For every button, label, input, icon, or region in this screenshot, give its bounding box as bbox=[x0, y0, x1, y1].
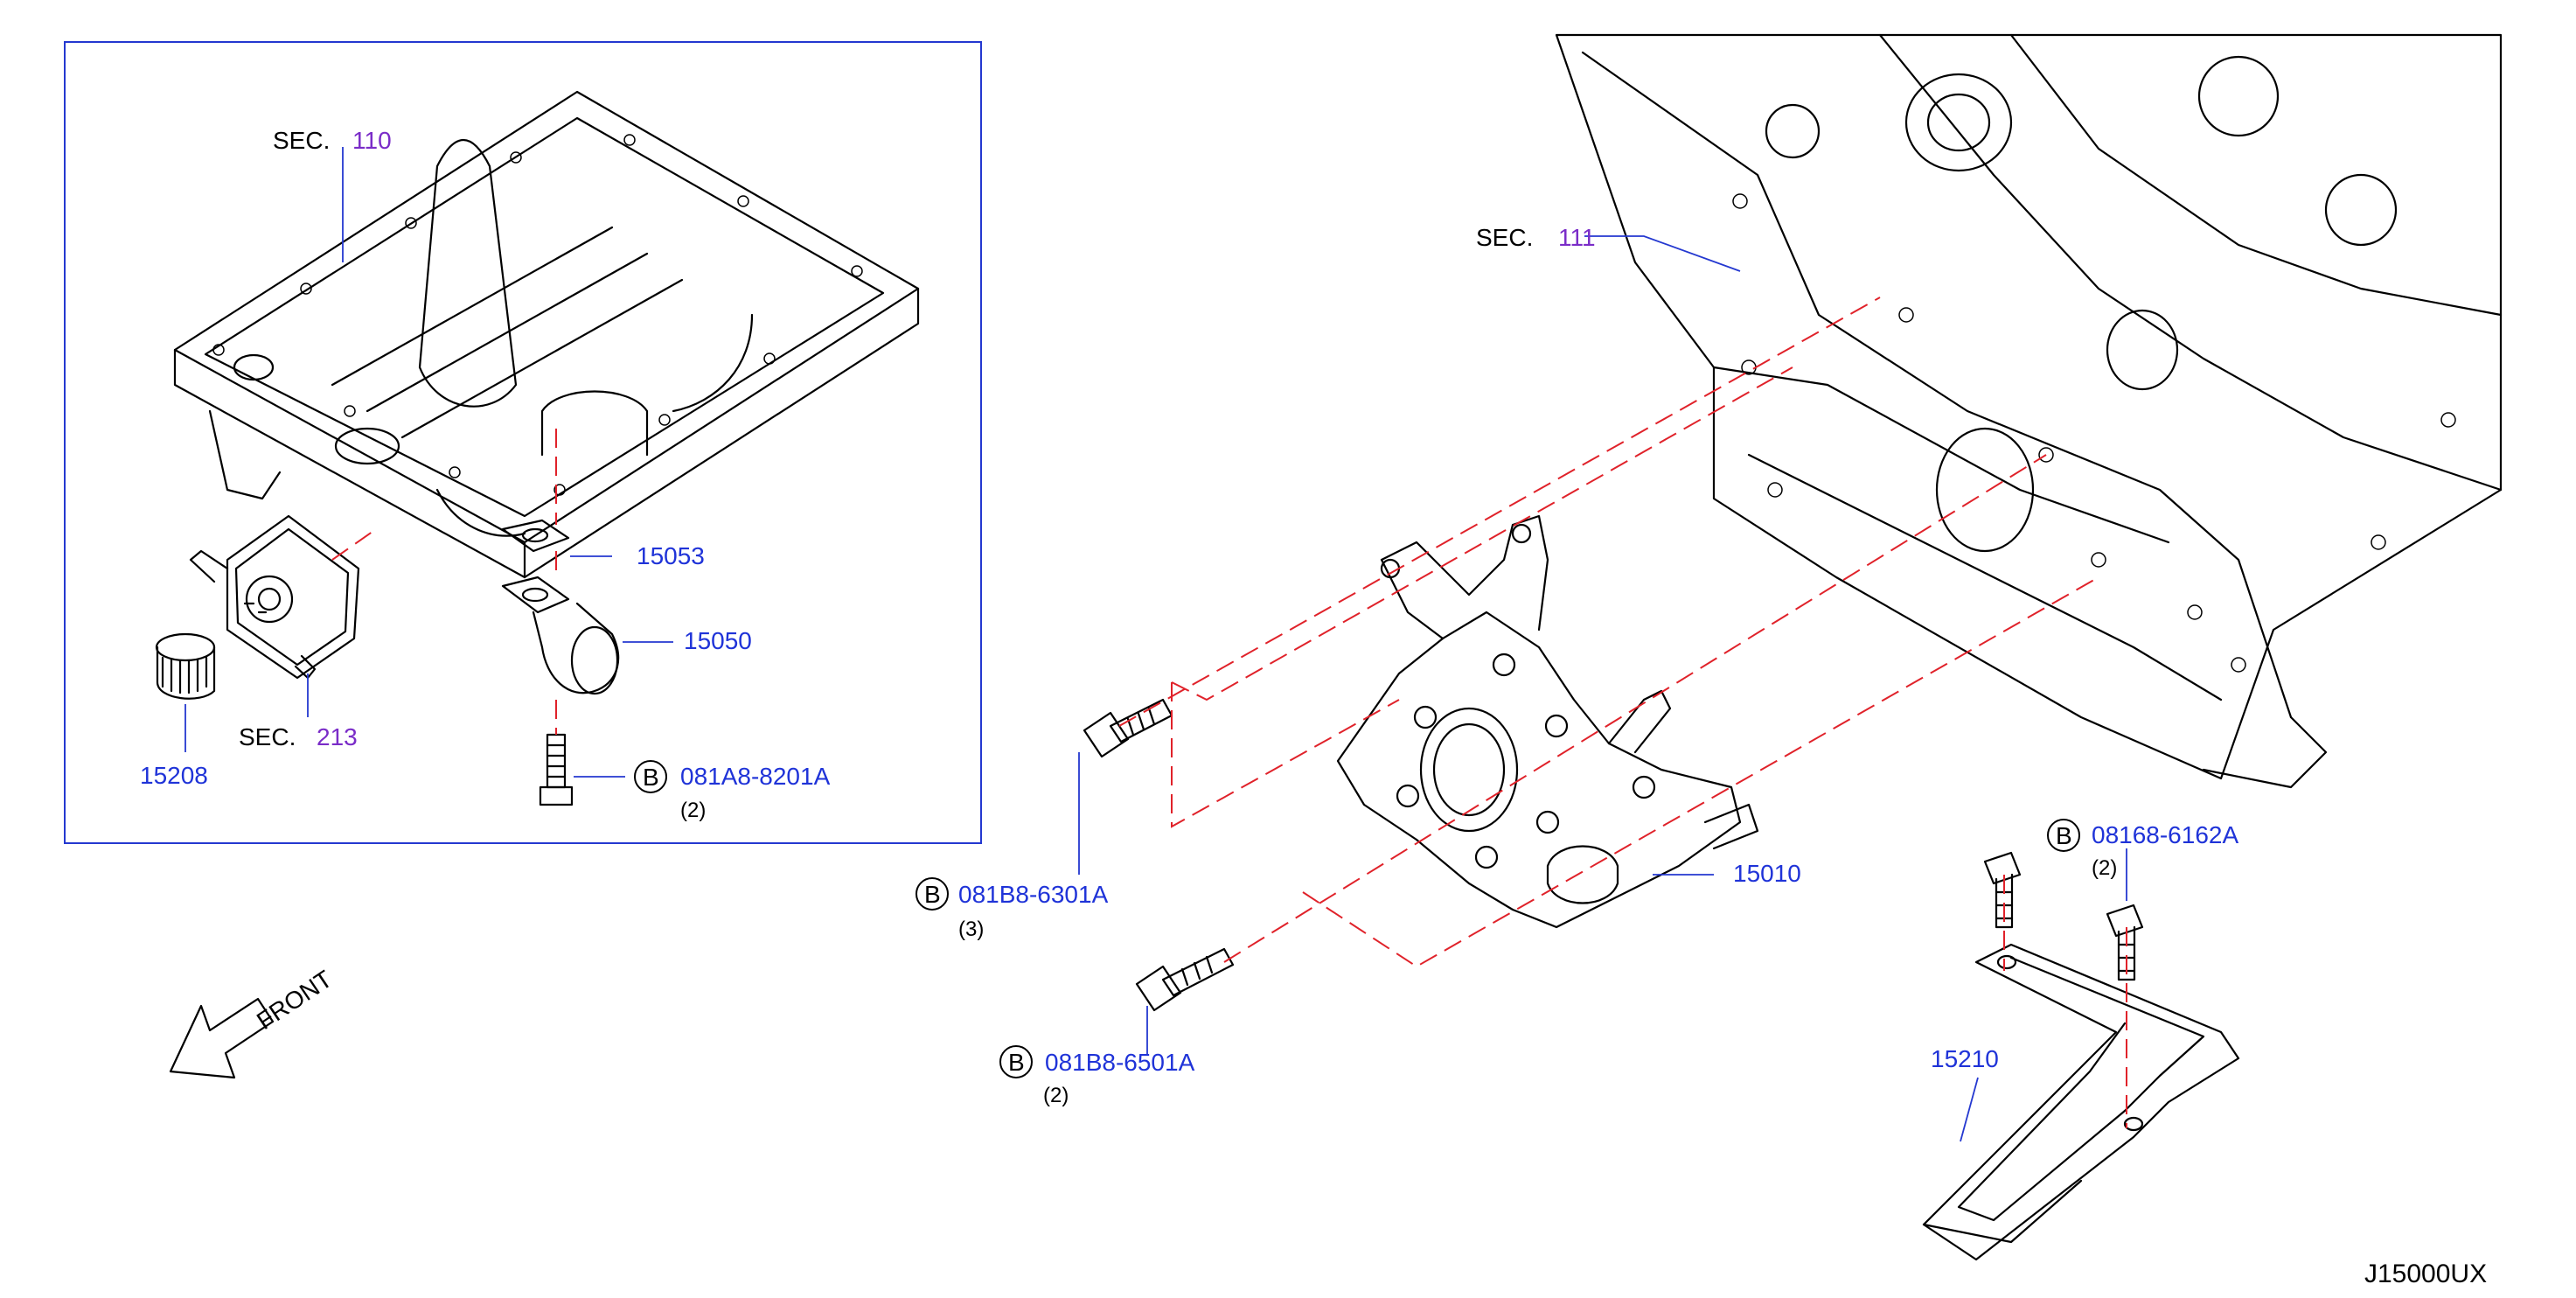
engine-block-illustration bbox=[1555, 33, 2503, 789]
sec111-number[interactable]: 111 bbox=[1558, 224, 1596, 251]
inset-bolt-illustration bbox=[539, 733, 574, 806]
strainer-illustration bbox=[501, 576, 620, 695]
bolt3-b-prefix: B bbox=[2056, 822, 2072, 849]
sec111-label: SEC. bbox=[1476, 224, 1533, 251]
bolt1-number-label[interactable]: 081B8-6301A bbox=[958, 881, 1109, 908]
inset-bolt-b-circle bbox=[634, 760, 667, 793]
oil-pump-illustration bbox=[1336, 514, 1759, 929]
inset-bolt-qty: (2) bbox=[680, 799, 706, 822]
bolt-08168-6162a-right-illustration bbox=[2106, 904, 2144, 981]
bolt2-b-prefix: B bbox=[1008, 1049, 1025, 1076]
bolt2-number-label[interactable]: 081B8-6501A bbox=[1045, 1049, 1195, 1076]
sec213-number[interactable]: 213 bbox=[317, 723, 358, 750]
bolt3-qty: (2) bbox=[2092, 856, 2117, 880]
bolt-081b8-6501a-illustration bbox=[1135, 947, 1235, 1012]
bolt3-number-label[interactable]: 08168-6162A bbox=[2092, 821, 2238, 848]
inset-frame bbox=[64, 41, 982, 844]
bolt-08168-6162a-left-illustration bbox=[1983, 851, 2022, 929]
bolt2-qty: (2) bbox=[1043, 1084, 1069, 1107]
bolt-081b8-6301a-illustration bbox=[1083, 698, 1173, 758]
part-15010-label[interactable]: 15010 bbox=[1733, 860, 1801, 887]
oil-pan-illustration bbox=[173, 90, 920, 579]
part-15210-label[interactable]: 15210 bbox=[1931, 1045, 1999, 1072]
bolt1-qty: (3) bbox=[958, 918, 984, 941]
bolt1-b-circle bbox=[916, 877, 949, 911]
sec213-label: SEC. bbox=[239, 723, 296, 750]
part-15053-label[interactable]: 15053 bbox=[637, 542, 705, 569]
part-15050-label[interactable]: 15050 bbox=[684, 627, 752, 654]
leader-15210 bbox=[1960, 1077, 1979, 1142]
bolt2-b-circle bbox=[999, 1045, 1033, 1078]
inset-dashed-guide-cooler bbox=[331, 528, 377, 561]
inset-bolt-b-prefix: B bbox=[643, 764, 659, 791]
bolt3-b-circle bbox=[2047, 819, 2080, 852]
inset-bolt-number-label[interactable]: 081A8-8201A bbox=[680, 763, 831, 790]
main-dashed-guides bbox=[1118, 297, 2127, 1128]
baffle-15210-illustration bbox=[1922, 943, 2240, 1261]
front-arrow: FRONT bbox=[169, 965, 337, 1079]
sec110-number[interactable]: 110 bbox=[352, 127, 392, 154]
diagram-code: J15000UX bbox=[2364, 1260, 2487, 1288]
front-label: FRONT bbox=[252, 965, 337, 1035]
leader-sec111 bbox=[1584, 235, 1741, 272]
bolt1-b-prefix: B bbox=[924, 881, 941, 908]
gasket-illustration bbox=[501, 519, 570, 553]
sec110-label: SEC. bbox=[273, 127, 330, 154]
part-15208-label[interactable]: 15208 bbox=[140, 762, 208, 789]
oil-filter-illustration bbox=[155, 632, 216, 700]
oil-cooler-illustration bbox=[189, 514, 360, 680]
